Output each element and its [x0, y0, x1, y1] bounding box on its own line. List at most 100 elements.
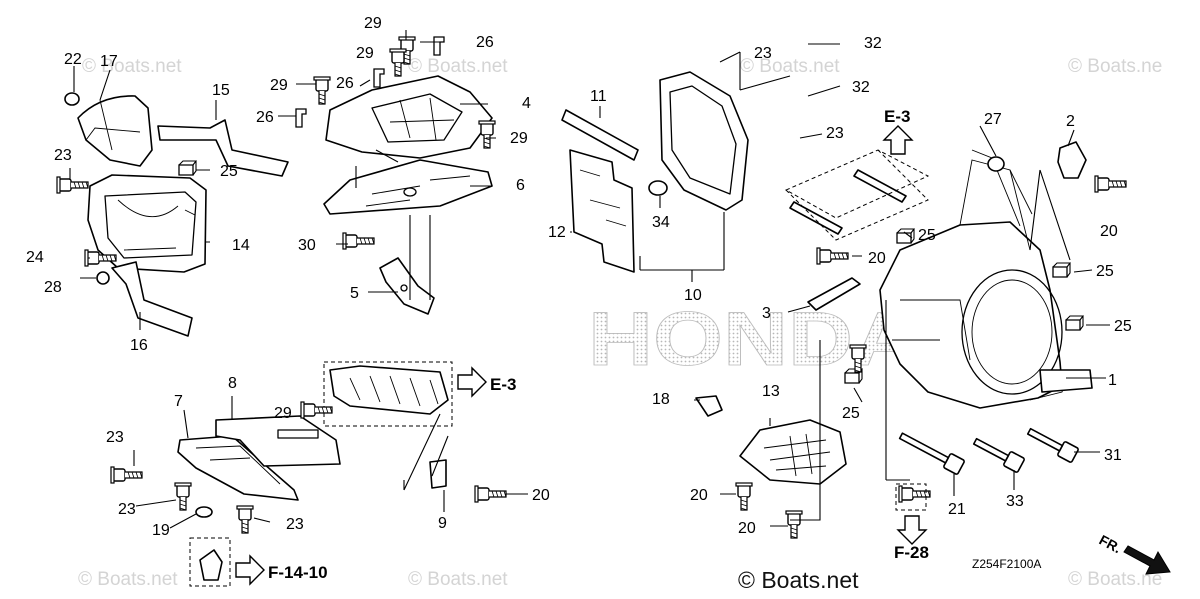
front-direction-arrow-icon: FR. — [1097, 532, 1171, 575]
callout: 1 — [1108, 372, 1117, 389]
clip-part-18 — [695, 395, 723, 417]
strap-part-16 — [111, 261, 193, 337]
callout: 32 — [852, 79, 870, 96]
callout: 28 — [44, 279, 62, 296]
callout: 29 — [510, 130, 528, 147]
cover-part-13 — [739, 419, 847, 485]
flange-bolt-icon — [313, 76, 331, 105]
flange-bolt-icon — [898, 485, 931, 503]
ref-e3-left[interactable]: E-3 — [490, 375, 516, 394]
callout: 2 — [1066, 113, 1075, 130]
flange-bolt-icon — [735, 482, 753, 511]
callout: 3 — [762, 305, 771, 322]
seal-part-12 — [569, 149, 635, 273]
lower-plate-assembly — [110, 361, 507, 587]
cover-part-17 — [77, 95, 153, 167]
collar-part-34 — [648, 180, 668, 196]
clip-nut-icon — [1052, 262, 1071, 278]
grommet-part — [199, 549, 223, 581]
collar-part-19 — [195, 506, 213, 518]
callout: 21 — [948, 501, 966, 518]
ref-f28[interactable]: F-28 — [894, 543, 929, 562]
center-cover-assembly — [295, 36, 496, 315]
housing-part-14 — [87, 174, 207, 273]
watermark-layer: © Boats.net © Boats.net © Boats.net © Bo… — [78, 56, 1162, 590]
callout: 34 — [652, 214, 670, 231]
callout: 27 — [984, 111, 1002, 128]
ref-f-14-10[interactable]: F-14-10 — [268, 563, 328, 582]
tab-part-26 — [433, 36, 445, 56]
callout: 25 — [842, 405, 860, 422]
hollow-arrow-icon — [235, 555, 265, 585]
gasket-part-10 — [659, 71, 749, 211]
callout: 11 — [590, 88, 607, 105]
callout: 23 — [754, 45, 772, 62]
callout: 4 — [522, 95, 531, 112]
washer-part-28 — [96, 271, 110, 285]
callout: 20 — [868, 250, 886, 267]
flange-bolt-icon — [785, 510, 803, 539]
ref-e3-top[interactable]: E-3 — [884, 107, 910, 126]
flange-bolt-icon — [474, 485, 507, 503]
watermark: © Boats.net — [408, 56, 508, 77]
brand-text: © Boats.net — [738, 567, 859, 593]
callout: 23 — [826, 125, 844, 142]
main-housing-assembly — [695, 141, 1127, 539]
callout: 24 — [26, 249, 44, 266]
bolt-part-33 — [972, 437, 1025, 473]
guard-part-e3 — [329, 365, 449, 415]
bracket-part-9 — [429, 459, 447, 489]
callout: 23 — [118, 501, 136, 518]
strap-part-15 — [157, 119, 289, 177]
callout: 29 — [270, 77, 288, 94]
hollow-arrow-icon — [883, 125, 913, 155]
reference-box — [323, 361, 453, 427]
mount-flange — [1039, 369, 1093, 393]
bracket-part-2 — [1057, 141, 1087, 179]
plate-part-8 — [215, 415, 341, 467]
callout: 26 — [476, 34, 494, 51]
flange-bolt-icon — [389, 48, 407, 77]
tab-part-26 — [373, 68, 385, 88]
seal-assembly — [561, 71, 749, 282]
callout: 16 — [130, 337, 148, 354]
flange-bolt-icon — [1094, 175, 1127, 193]
callout: 29 — [356, 45, 374, 62]
plate-part-6 — [323, 159, 493, 215]
callout: 23 — [286, 516, 304, 533]
flange-bolt-icon — [342, 232, 375, 250]
clip-nut-icon — [178, 160, 197, 176]
stud-bolt — [853, 169, 907, 203]
honda-logo-watermark: HONDA — [588, 297, 918, 382]
grommet-part-22 — [64, 92, 80, 106]
leader-lines — [69, 30, 1110, 529]
callout: 30 — [298, 237, 316, 254]
callout: 9 — [438, 515, 447, 532]
seal-part-11 — [561, 109, 639, 161]
diagram-code: Z254F2100A — [972, 557, 1041, 571]
reference-box — [189, 537, 231, 587]
callout: 14 — [232, 237, 250, 254]
callout: 20 — [1100, 223, 1118, 240]
watermark: © Boats.net — [740, 56, 840, 77]
callout: 18 — [652, 391, 670, 408]
bolt-part-21 — [898, 432, 965, 475]
callout: 12 — [548, 224, 566, 241]
watermark: © Boats.net — [78, 569, 178, 590]
flange-bolt-icon — [56, 176, 89, 194]
flange-bolt-icon — [110, 466, 143, 484]
callout: 6 — [516, 177, 525, 194]
callout: 10 — [684, 287, 702, 304]
nut-part-27 — [987, 156, 1005, 172]
callout: 20 — [738, 520, 756, 537]
callout-labels: 1 2 3 4 5 6 7 8 9 10 11 12 13 14 15 16 1… — [26, 15, 1132, 539]
flange-bolt-icon — [174, 482, 192, 511]
link-part-3 — [807, 277, 861, 311]
flange-bolt-icon — [236, 505, 254, 534]
flange-bolt-icon — [816, 247, 849, 265]
reference-labels: E-3 E-3 F-28 F-14-10 — [268, 107, 929, 582]
callout: 17 — [100, 53, 118, 70]
callout: 19 — [152, 522, 170, 539]
callout: 25 — [918, 227, 936, 244]
